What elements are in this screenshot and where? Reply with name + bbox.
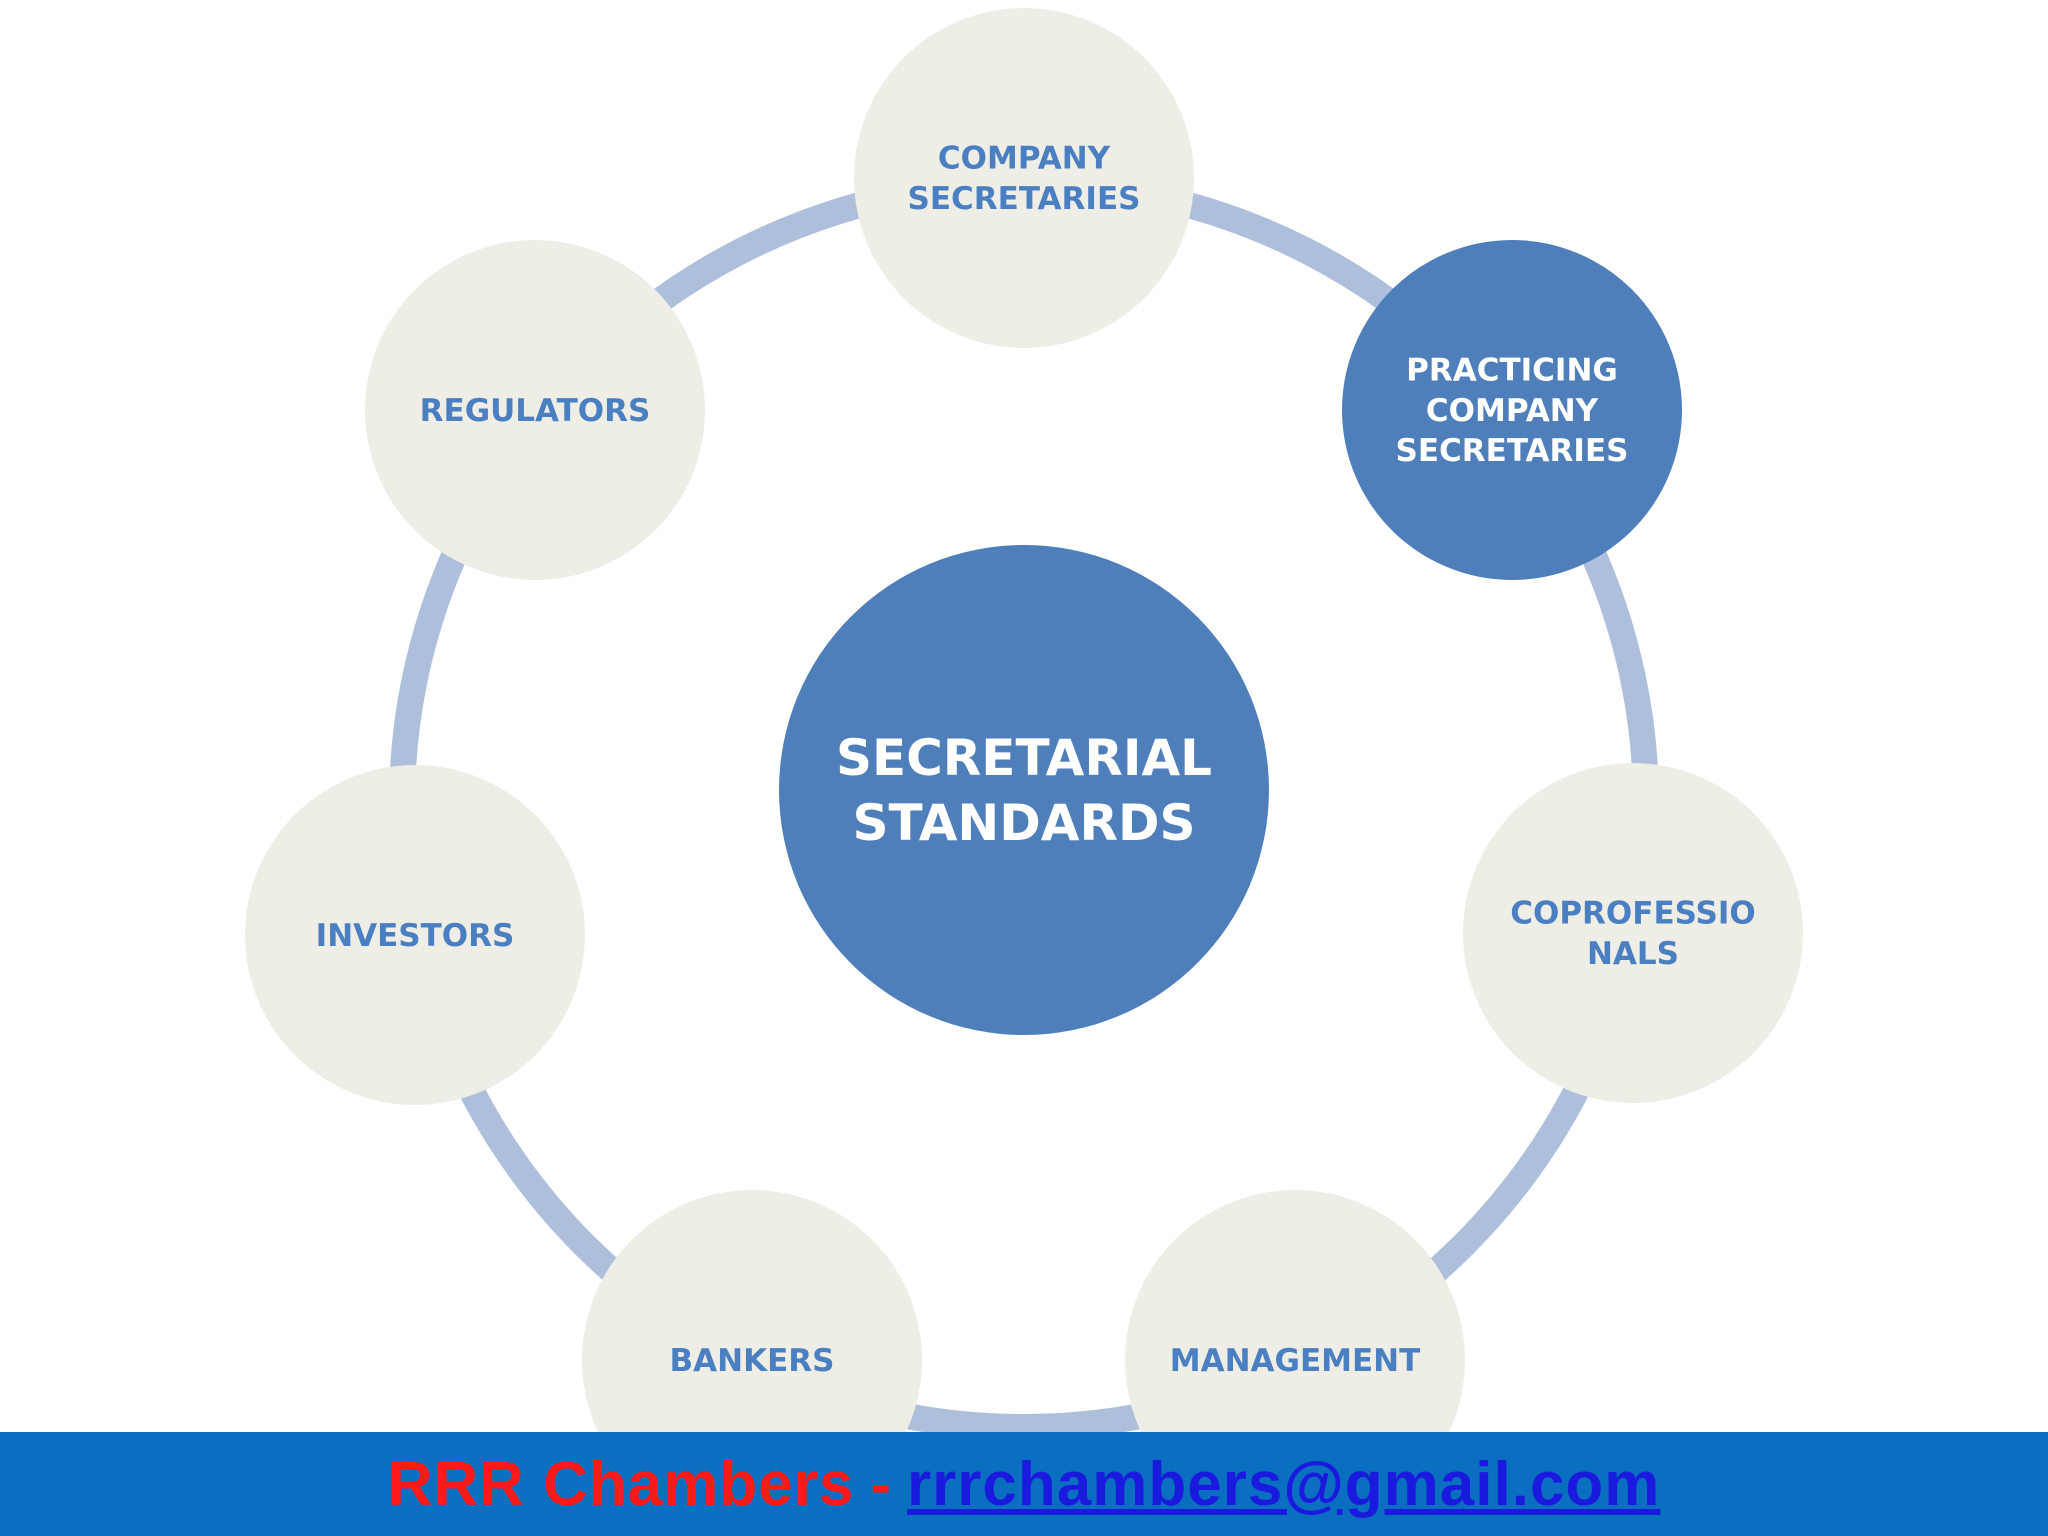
center-label-line: SECRETARIAL <box>836 729 1212 787</box>
node-label-line: BANKERS <box>670 1343 835 1379</box>
node-label-line: COMPANY <box>1426 393 1599 429</box>
email-link[interactable]: rrrchambers@gmail.com <box>907 1449 1661 1519</box>
node-label-regulators: REGULATORS <box>420 393 651 429</box>
node-investors: INVESTORS <box>245 765 585 1105</box>
node-label-management: MANAGEMENT <box>1170 1343 1421 1379</box>
node-label-coprofessionals: COPROFESSIO NALS <box>1510 896 1756 972</box>
node-label-line: MANAGEMENT <box>1170 1343 1421 1379</box>
node-label-line: SECRETARIES <box>1396 433 1629 469</box>
node-label-line: INVESTORS <box>316 918 515 954</box>
footer-separator: - <box>870 1449 892 1519</box>
node-coprofessionals: COPROFESSIO NALS <box>1463 763 1803 1103</box>
node-label-line: NALS <box>1587 936 1679 972</box>
node-label-company-secretaries: COMPANY SECRETARIES <box>908 141 1141 217</box>
node-label-investors: INVESTORS <box>316 918 515 954</box>
brand-name: RRR Chambers <box>387 1449 855 1519</box>
node-circle-practicing-company-secretaries <box>1342 240 1682 580</box>
node-practicing-company-secretaries: PRACTICING COMPANY SECRETARIES <box>1342 240 1682 580</box>
node-company-secretaries: COMPANY SECRETARIES <box>854 8 1194 348</box>
node-label-bankers: BANKERS <box>670 1343 835 1379</box>
footer-banner: RRR Chambers - rrrchambers@gmail.com <box>0 1432 2048 1536</box>
node-label-line: REGULATORS <box>420 393 651 429</box>
center-circle <box>779 545 1269 1035</box>
node-label-line: COPROFESSIO <box>1510 896 1756 932</box>
node-label-line: COMPANY <box>938 141 1111 177</box>
center-label-line: STANDARDS <box>853 794 1196 852</box>
node-label-practicing-company-secretaries: PRACTICING COMPANY SECRETARIES <box>1396 353 1629 470</box>
node-circle-coprofessionals <box>1463 763 1803 1103</box>
node-circle-investors <box>245 765 585 1105</box>
center-label: SECRETARIAL STANDARDS <box>836 729 1212 852</box>
node-circle-company-secretaries <box>854 8 1194 348</box>
node-label-line: SECRETARIES <box>908 181 1141 217</box>
node-circle-regulators <box>365 240 705 580</box>
node-label-line: PRACTICING <box>1406 353 1618 389</box>
center-hub: SECRETARIAL STANDARDS <box>779 545 1269 1035</box>
node-regulators: REGULATORS <box>365 240 705 580</box>
